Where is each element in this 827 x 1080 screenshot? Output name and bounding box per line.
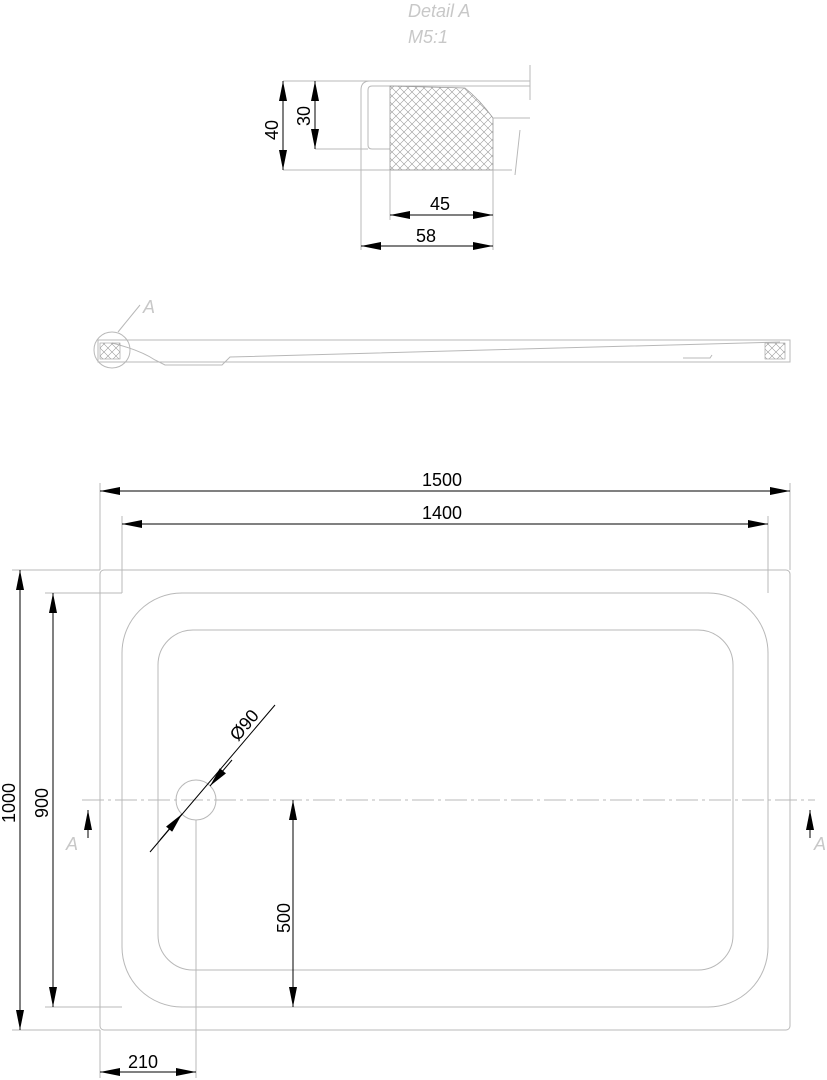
detail-callout-label: A	[142, 297, 155, 317]
section-view: A	[93, 297, 791, 369]
dim-45: 45	[430, 194, 450, 214]
dim-1400: 1400	[422, 503, 462, 523]
dim-900: 900	[32, 788, 52, 818]
detail-title: Detail A	[408, 1, 470, 21]
foam-hatch	[389, 85, 494, 171]
dim-40: 40	[262, 120, 282, 140]
dim-58: 58	[416, 226, 436, 246]
section-marker-right: A	[813, 834, 826, 854]
section-marker-left: A	[65, 834, 78, 854]
detail-scale: M5:1	[408, 27, 448, 47]
dim-drain-diameter: Ø90	[226, 706, 263, 745]
dim-1500: 1500	[422, 470, 462, 490]
dim-30: 30	[294, 106, 314, 126]
detail-callout-circle	[93, 331, 131, 369]
dim-500: 500	[274, 903, 294, 933]
dim-1000: 1000	[0, 783, 19, 823]
detail-a: Detail A M5:1 40 30 45 58	[262, 1, 531, 250]
plan-view: 1500 1400 1000 900 Ø90 500 210 A A	[0, 470, 826, 1078]
dim-210: 210	[128, 1052, 158, 1072]
